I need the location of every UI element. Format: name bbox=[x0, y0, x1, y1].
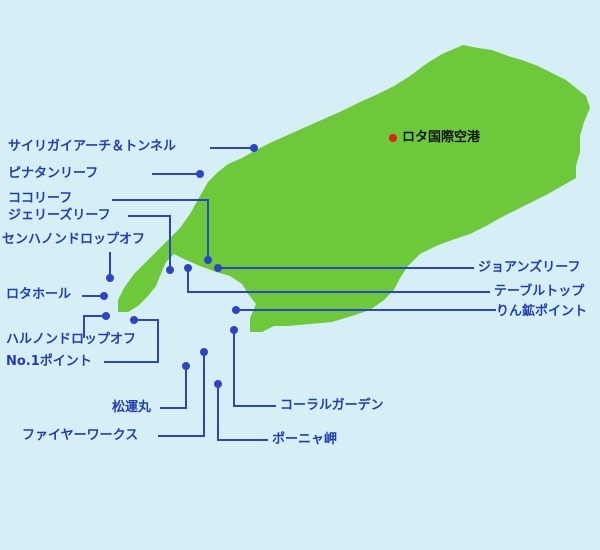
label-kokoreef[interactable]: ココリーフ bbox=[8, 191, 73, 206]
dot-no1point[interactable] bbox=[130, 316, 138, 324]
dot-tabletop[interactable] bbox=[184, 264, 192, 272]
dot-joans[interactable] bbox=[214, 264, 222, 272]
label-jeries[interactable]: ジェリーズリーフ bbox=[8, 208, 111, 223]
label-joans[interactable]: ジョアンズリーフ bbox=[478, 260, 581, 275]
leader-harunondo bbox=[83, 315, 106, 338]
dot-pinatan[interactable] bbox=[196, 170, 204, 178]
dot-ponya[interactable] bbox=[214, 380, 222, 388]
leader-fireworks bbox=[158, 352, 205, 437]
label-coral[interactable]: コーラルガーデン bbox=[280, 398, 384, 413]
dot-rotahole[interactable] bbox=[100, 292, 108, 300]
dot-rinkou[interactable] bbox=[232, 306, 240, 314]
leader-tabletop bbox=[187, 268, 490, 293]
label-rinkou[interactable]: りん鉱ポイント bbox=[496, 304, 588, 319]
dot-harunondo[interactable] bbox=[102, 312, 110, 320]
leader-ponya bbox=[217, 384, 268, 441]
dot-shounmaru[interactable] bbox=[182, 362, 190, 370]
label-tabletop[interactable]: テーブルトップ bbox=[494, 284, 585, 299]
label-senhanondo[interactable]: センハノンドロップオフ bbox=[2, 232, 146, 247]
dive-point-dots bbox=[100, 144, 258, 388]
label-fireworks[interactable]: ファイヤーワークス bbox=[22, 428, 139, 443]
label-shounmaru[interactable]: 松運丸 bbox=[112, 400, 152, 415]
dot-sairigai[interactable] bbox=[250, 144, 258, 152]
leader-shounmaru bbox=[160, 366, 187, 409]
dot-coral[interactable] bbox=[230, 326, 238, 334]
label-harunondo[interactable]: ハルノンドロップオフ bbox=[6, 332, 137, 347]
dot-kokoreef[interactable] bbox=[204, 256, 212, 264]
rota-island bbox=[118, 45, 590, 332]
leader-no1point bbox=[104, 319, 159, 363]
label-no1point[interactable]: No.1ポイント bbox=[6, 354, 92, 369]
label-sairigai[interactable]: サイリガイアーチ＆トンネル bbox=[8, 139, 176, 154]
label-ponya[interactable]: ポーニャ岬 bbox=[272, 432, 338, 447]
label-rotahole[interactable]: ロタホール bbox=[6, 287, 72, 302]
airport-marker-icon bbox=[389, 134, 397, 142]
leader-lines bbox=[82, 147, 496, 441]
label-pinatan[interactable]: ピナタンリーフ bbox=[8, 166, 99, 181]
dot-jeries[interactable] bbox=[166, 266, 174, 274]
leader-coral bbox=[233, 330, 276, 407]
leader-jeries bbox=[128, 215, 171, 270]
dot-senhanondo[interactable] bbox=[106, 274, 114, 282]
dot-fireworks[interactable] bbox=[200, 348, 208, 356]
airport-label: ロタ国際空港 bbox=[402, 130, 481, 145]
leader-kokoreef bbox=[112, 199, 209, 260]
